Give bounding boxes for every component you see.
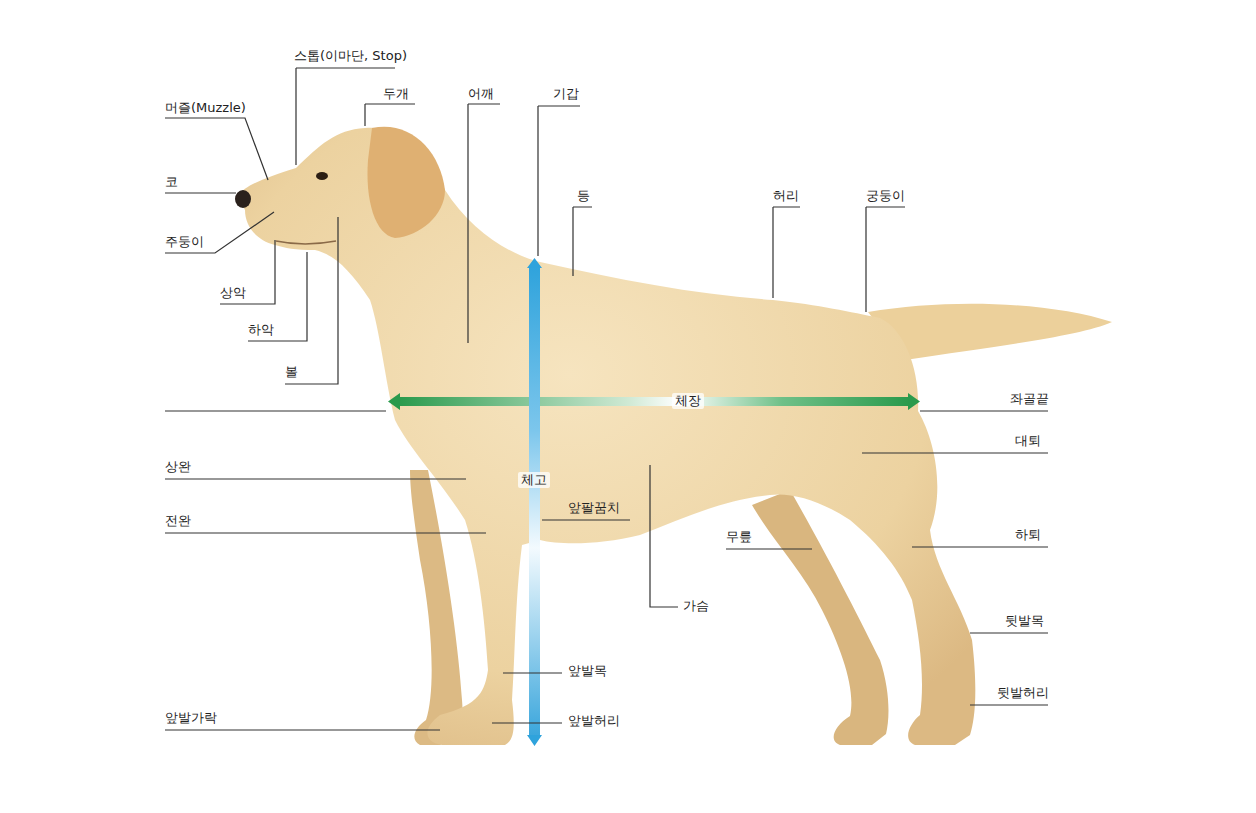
dog-body <box>238 128 975 745</box>
ear <box>367 127 445 238</box>
part-label: 스톱(이마단, Stop) <box>294 48 407 64</box>
part-label: 앞발목 <box>568 663 607 679</box>
part-label: 뒷발목 <box>1005 613 1044 629</box>
mouth-line <box>276 241 336 244</box>
part-label: 상완 <box>165 459 191 475</box>
part-label: 앞발허리 <box>568 713 620 729</box>
part-label: 앞발가락 <box>165 710 217 726</box>
leader-lines <box>165 68 1048 730</box>
part-label: 뒷발허리 <box>997 685 1049 701</box>
part-label: 상악 <box>220 285 246 301</box>
part-label: 대퇴 <box>1015 433 1041 449</box>
nose <box>235 190 251 208</box>
part-label: 좌골끝 <box>1010 391 1049 407</box>
part-label: 가슴 <box>683 598 709 614</box>
part-label: 머즐(Muzzle) <box>165 100 246 116</box>
far-front-leg <box>410 470 463 745</box>
part-label: 등 <box>577 188 590 204</box>
part-label: 하퇴 <box>1015 527 1041 543</box>
height-bar <box>529 266 540 736</box>
part-label: 기갑 <box>553 86 579 102</box>
part-label: 볼 <box>285 364 298 380</box>
body-length-bar <box>398 397 910 406</box>
part-label: 코 <box>165 174 178 190</box>
part-label: 체장 <box>672 393 704 409</box>
part-label: 궁둥이 <box>866 188 905 204</box>
body-length-arrow <box>388 393 920 410</box>
part-label: 하악 <box>248 322 274 338</box>
part-label: 어깨 <box>468 86 494 102</box>
part-label: 무릎 <box>726 529 752 545</box>
part-label: 체고 <box>518 472 550 488</box>
part-label: 두개 <box>383 86 409 102</box>
part-label: 주둥이 <box>165 234 204 250</box>
eye <box>316 172 328 180</box>
part-label: 허리 <box>773 188 799 204</box>
part-label: 전완 <box>165 513 191 529</box>
part-label: 앞팔꿈치 <box>568 500 620 516</box>
